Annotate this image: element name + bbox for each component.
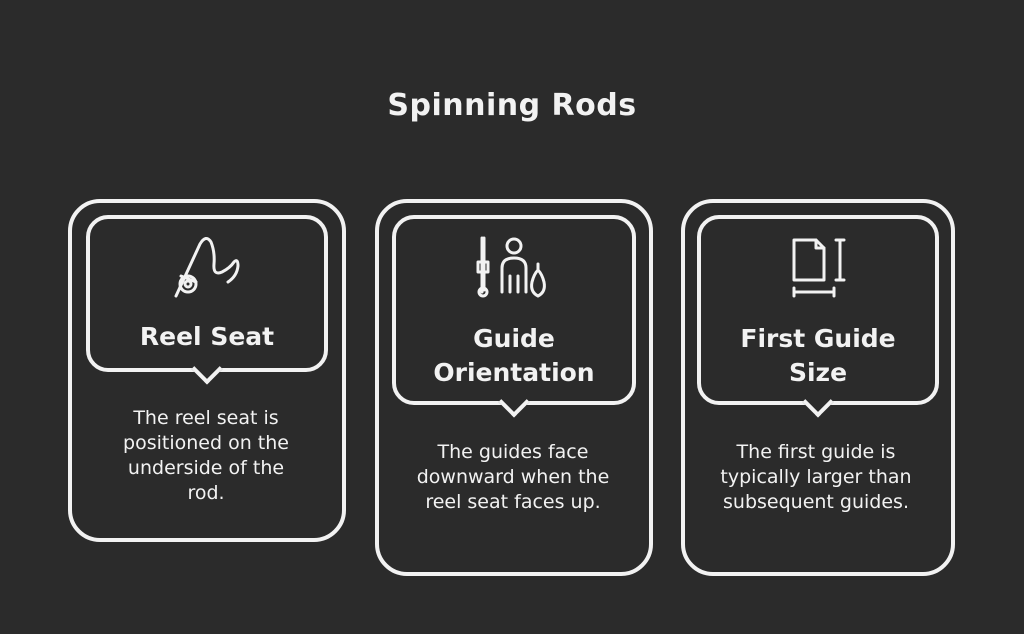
card-first-guide-size-description: The first guide is typically larger than… [720,441,912,513]
card-reel-seat-heading: Reel Seat [139,322,275,351]
fishing-reel-icon [174,237,240,298]
card-first-guide-size-heading: First Guide Size [740,324,896,387]
size-measurement-icon [792,238,846,298]
card-first-guide-size [681,199,955,576]
card-guide-orientation [375,199,653,576]
card-guide-orientation-heading: Guide Orientation [433,324,595,387]
card-guide-orientation-header [392,215,636,405]
card-guide-orientation-description: The guides face downward when the reel s… [416,441,610,513]
card-reel-seat [68,199,346,542]
page-title: Spinning Rods [387,88,637,123]
angler-with-rod-icon [476,236,546,298]
card-reel-seat-description: The reel seat is positioned on the under… [123,407,289,504]
